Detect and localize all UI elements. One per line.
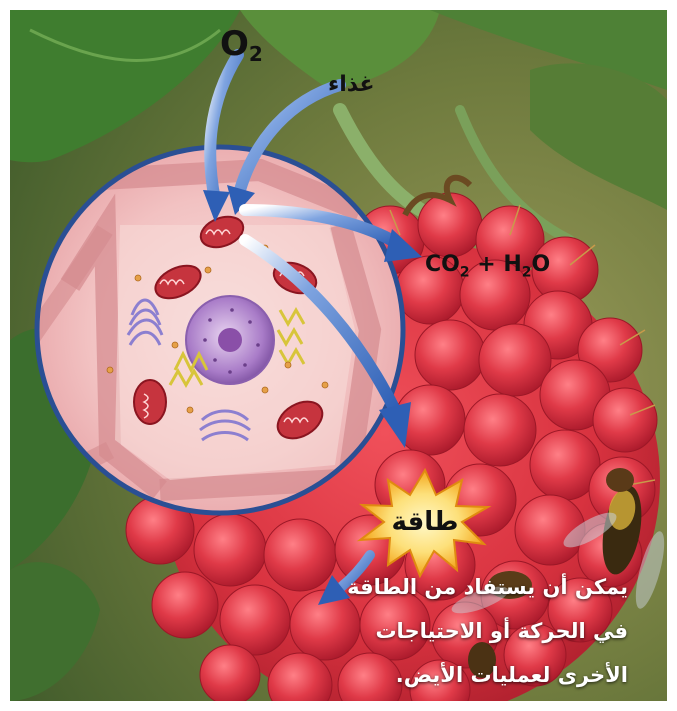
nucleus-icon — [186, 296, 274, 384]
caption-line-1: يمكن أن يستفاد من الطاقة — [228, 565, 628, 609]
food-label: غذاء — [328, 72, 375, 97]
oxygen-label: O2 — [220, 24, 263, 66]
caption-line-2: في الحركة أو الاحتياجات — [228, 609, 628, 653]
caption: يمكن أن يستفاد من الطاقة في الحركة أو ال… — [228, 565, 628, 697]
diagram-frame: O2 غذاء CO2 + H2O طاقة يمكن أن يستفاد من… — [10, 10, 667, 701]
products-label: CO2 + H2O — [425, 252, 550, 280]
energy-label: طاقة — [382, 507, 468, 537]
caption-line-3: الأخرى لعمليات الأيض. — [228, 653, 628, 697]
